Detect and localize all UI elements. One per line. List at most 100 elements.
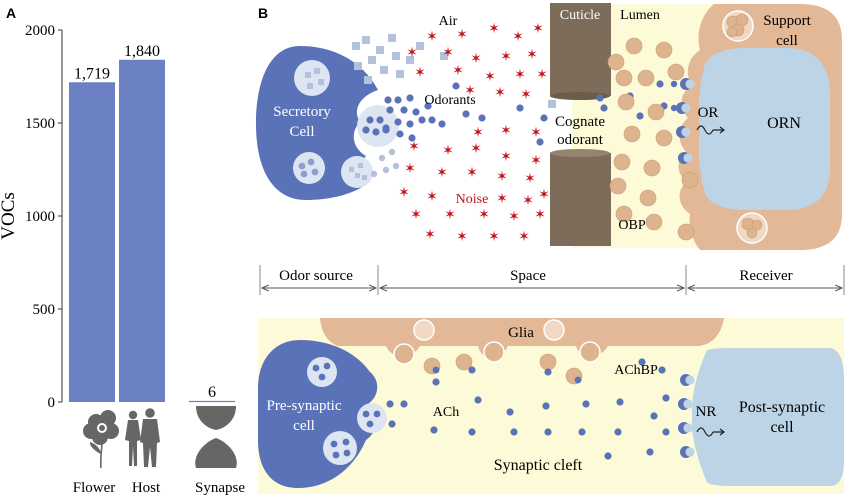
noise-star: ✶ bbox=[408, 140, 420, 155]
odorant-dot bbox=[438, 120, 446, 128]
cognate-odorant-label-line2: odorant bbox=[557, 132, 604, 148]
ach-dot bbox=[430, 426, 438, 434]
volatile-square bbox=[406, 56, 414, 64]
ach-dot bbox=[468, 366, 476, 374]
odorant-dot bbox=[418, 116, 426, 124]
synaptic-cleft-label: Synaptic cleft bbox=[494, 457, 583, 474]
presynaptic-label-line2: cell bbox=[293, 418, 315, 434]
noise-star: ✶ bbox=[456, 28, 468, 43]
odorant-dot bbox=[406, 94, 414, 102]
signal-squiggle bbox=[696, 125, 714, 135]
ach-dot bbox=[578, 428, 586, 436]
ach-dot bbox=[658, 366, 666, 374]
y-tick-label: 1500 bbox=[25, 116, 55, 132]
noise-star: ✶ bbox=[470, 52, 482, 67]
y-tick-label: 2000 bbox=[25, 23, 55, 39]
panel-b-letter: B bbox=[258, 5, 268, 21]
noise-star: ✶ bbox=[534, 208, 546, 223]
ach-dot bbox=[386, 400, 394, 408]
noise-star: ✶ bbox=[414, 66, 426, 81]
noise-star: ✶ bbox=[536, 68, 548, 83]
odorants-label: Odorants bbox=[424, 93, 475, 108]
nr-signal-arrow bbox=[713, 428, 725, 436]
odorant-dot bbox=[656, 80, 664, 88]
obp-protein bbox=[613, 153, 631, 171]
obp-label: OBP bbox=[618, 218, 645, 233]
panel-b: B bbox=[256, 3, 845, 494]
obp-proteins bbox=[607, 37, 699, 241]
y-axis-label: VOCs bbox=[0, 192, 19, 240]
space-label: Space bbox=[510, 268, 546, 284]
noise-star: ✶ bbox=[406, 46, 418, 61]
noise-star: ✶ bbox=[496, 170, 508, 185]
ach-dot bbox=[646, 448, 654, 456]
bar-host bbox=[119, 59, 165, 402]
ach-dot bbox=[510, 428, 518, 436]
obp-protein bbox=[655, 129, 673, 147]
support-cell-label-line1: Support bbox=[763, 13, 811, 29]
obp-protein bbox=[637, 69, 655, 87]
postsynaptic-label-line1: Post-synaptic bbox=[739, 399, 825, 416]
noise-star: ✶ bbox=[442, 144, 454, 159]
lumen-label: Lumen bbox=[620, 8, 660, 23]
noise-star: ✶ bbox=[398, 186, 410, 201]
secretory-cell-label-line1: Secretory bbox=[273, 104, 331, 120]
noise-star: ✶ bbox=[426, 190, 438, 205]
bars bbox=[69, 59, 235, 403]
obp-protein bbox=[647, 103, 665, 121]
cognate-odorant-label-line1: Cognate bbox=[555, 114, 605, 130]
ach-dot bbox=[506, 408, 514, 416]
volatile-squares bbox=[352, 34, 556, 178]
obp-protein bbox=[617, 93, 635, 111]
ach-dot bbox=[662, 394, 670, 402]
odorant-dot bbox=[636, 112, 644, 120]
ach-dot bbox=[650, 412, 658, 420]
odorant-dot bbox=[516, 104, 524, 112]
noise-star: ✶ bbox=[538, 188, 550, 203]
odorant-dot bbox=[384, 96, 392, 104]
noise-star: ✶ bbox=[404, 162, 416, 177]
bar-value-label: 6 bbox=[208, 384, 216, 401]
noise-star: ✶ bbox=[424, 228, 436, 243]
odorant-dot bbox=[600, 104, 608, 112]
noise-molecules: ✶✶✶✶✶✶✶✶✶✶✶✶✶✶✶✶✶✶✶✶✶✶✶✶✶✶✶✶✶✶✶✶✶✶✶✶✶✶✶✶… bbox=[398, 22, 550, 245]
obp-protein bbox=[607, 53, 625, 71]
y-tick-label: 0 bbox=[48, 395, 56, 411]
nr-signal-squiggle bbox=[696, 427, 714, 437]
orn-label: ORN bbox=[767, 115, 801, 132]
obp-protein bbox=[615, 205, 633, 223]
odorant-dot bbox=[396, 130, 404, 138]
odorant-dot bbox=[536, 138, 544, 146]
bar-flower bbox=[69, 82, 115, 403]
noise-star: ✶ bbox=[426, 30, 438, 45]
obp-protein bbox=[667, 63, 685, 81]
ach-label: ACh bbox=[433, 405, 459, 420]
noise-star: ✶ bbox=[512, 30, 524, 45]
achbp-protein bbox=[539, 353, 557, 371]
noise-star: ✶ bbox=[524, 172, 536, 187]
y-tick-label: 500 bbox=[33, 302, 56, 318]
noise-star: ✶ bbox=[530, 154, 542, 169]
noise-star: ✶ bbox=[518, 230, 530, 245]
odorant-dot bbox=[400, 106, 408, 114]
odorant-dot bbox=[478, 114, 486, 122]
ach-dot bbox=[614, 428, 622, 436]
synapse-icon bbox=[195, 406, 237, 468]
signal-arrow bbox=[713, 126, 725, 134]
scale-divider: Odor source Space Receiver bbox=[259, 265, 845, 295]
achbp-label: AChBP bbox=[614, 363, 658, 378]
noise-star: ✶ bbox=[466, 166, 478, 181]
or-receptors bbox=[670, 78, 695, 164]
noise-star: ✶ bbox=[470, 142, 482, 157]
noise-star: ✶ bbox=[472, 126, 484, 141]
noise-star: ✶ bbox=[410, 208, 422, 223]
volatile-dot bbox=[382, 166, 390, 174]
odorant-dot bbox=[394, 96, 402, 104]
receiver-label: Receiver bbox=[739, 268, 792, 284]
